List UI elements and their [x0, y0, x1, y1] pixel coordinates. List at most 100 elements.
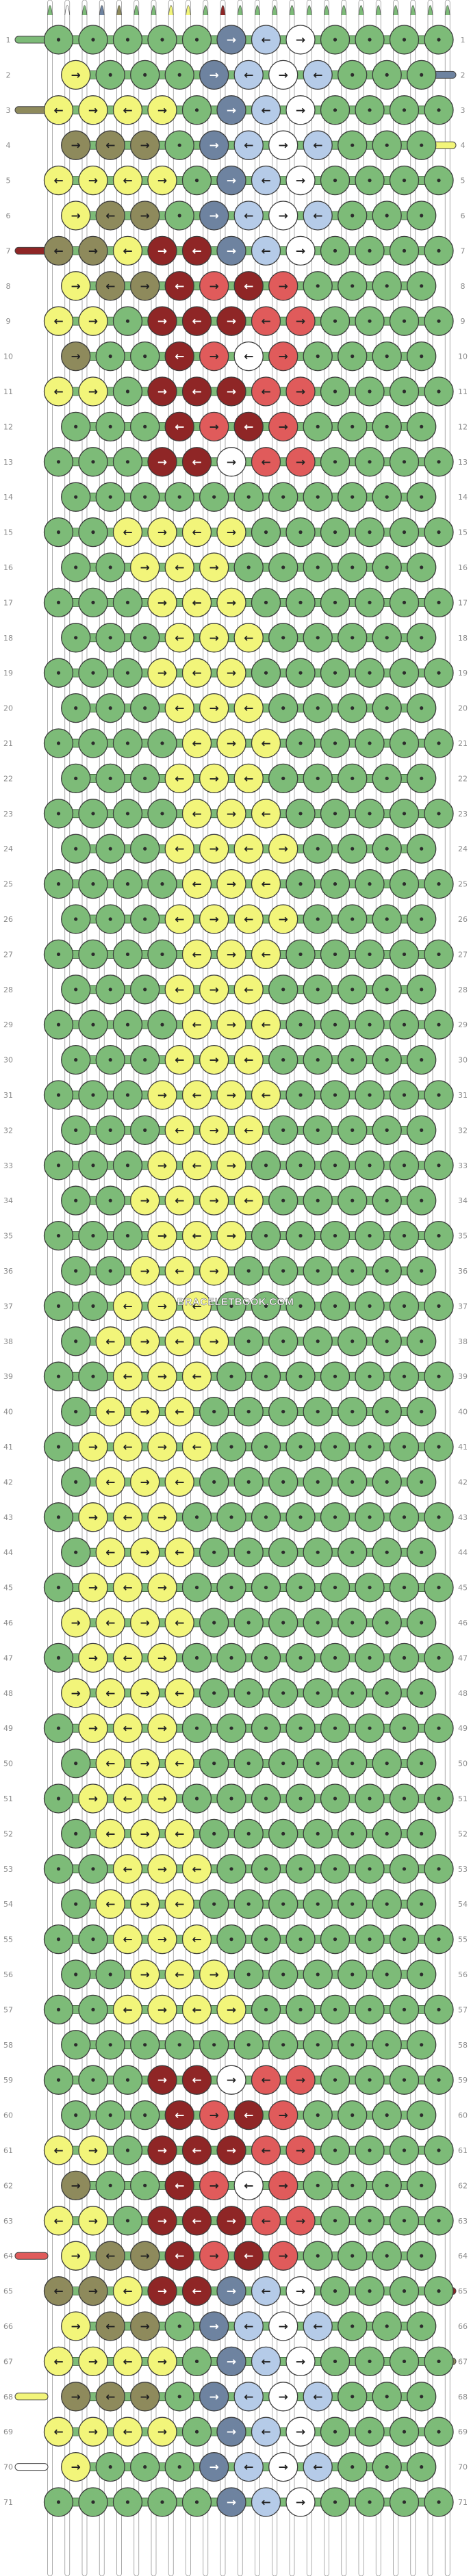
knot: ←	[112, 1994, 143, 2025]
knot	[268, 1467, 298, 1497]
svg-text:←: ←	[123, 1300, 132, 1313]
row-label-right: 28	[458, 986, 468, 994]
knot: ←	[251, 25, 281, 55]
knot	[338, 2311, 368, 2341]
svg-text:→: →	[279, 420, 288, 434]
row-label-left: 67	[3, 2357, 13, 2366]
knot	[389, 235, 420, 266]
knot: ←	[95, 271, 125, 301]
knot	[61, 1748, 91, 1779]
knot: ←	[164, 2170, 194, 2201]
knot	[95, 482, 125, 512]
svg-text:→: →	[279, 2109, 288, 2123]
row-label-right: 38	[458, 1337, 468, 1346]
knot	[407, 1889, 437, 1919]
knot	[233, 1818, 264, 1849]
knot: →	[78, 1713, 108, 1743]
knot	[95, 552, 125, 582]
knot: →	[147, 658, 177, 688]
knot: ←	[112, 2417, 143, 2447]
svg-text:→: →	[157, 1792, 167, 1806]
row-label-right: 46	[458, 1619, 468, 1627]
row-label-right: 1	[461, 36, 466, 44]
knot	[338, 2100, 368, 2130]
knot	[372, 130, 402, 160]
knot: →	[216, 728, 246, 758]
knot: →	[130, 271, 160, 301]
svg-text:→: →	[209, 209, 219, 223]
row-label-right: 7	[461, 246, 466, 255]
knot	[285, 658, 316, 688]
knot: ←	[95, 1467, 125, 1497]
knot: ←	[181, 1924, 212, 1955]
knot	[320, 1291, 351, 1322]
svg-text:→: →	[157, 2355, 167, 2369]
svg-text:→: →	[71, 139, 81, 153]
knot	[199, 1818, 229, 1849]
knot: ←	[233, 904, 264, 934]
knot	[95, 975, 125, 1005]
svg-text:→: →	[227, 315, 236, 329]
knot	[78, 939, 108, 970]
knot: →	[199, 2451, 229, 2482]
row-label-left: 14	[3, 493, 13, 502]
knot	[268, 482, 298, 512]
knot	[372, 2170, 402, 2201]
knot	[251, 1150, 281, 1181]
knot: →	[147, 1643, 177, 1673]
svg-text:→: →	[209, 2179, 219, 2193]
knot: →	[147, 95, 177, 125]
knot	[251, 1502, 281, 1532]
svg-text:←: ←	[192, 1018, 201, 1032]
knot: →	[147, 2065, 177, 2095]
knot	[43, 1361, 74, 1391]
knot: →	[130, 2241, 160, 2271]
svg-text:←: ←	[261, 1018, 270, 1032]
svg-text:←: ←	[175, 2109, 184, 2123]
svg-text:←: ←	[261, 2074, 270, 2087]
knot	[407, 1115, 437, 1146]
svg-text:←: ←	[105, 1687, 115, 1701]
svg-text:→: →	[88, 385, 98, 399]
knot	[355, 1994, 385, 2025]
row-label-left: 23	[3, 810, 13, 819]
knot	[112, 2206, 143, 2236]
svg-text:→: →	[209, 842, 219, 856]
knot	[372, 2311, 402, 2341]
svg-text:→: →	[227, 667, 236, 680]
svg-text:→: →	[227, 2355, 236, 2369]
knot: ←	[181, 939, 212, 970]
knot	[389, 517, 420, 548]
knot	[43, 939, 74, 970]
knot	[389, 1994, 420, 2025]
knot	[303, 1467, 333, 1497]
knot: ←	[112, 1643, 143, 1673]
knot: ←	[251, 447, 281, 477]
svg-text:←: ←	[261, 808, 270, 821]
svg-text:→: →	[227, 34, 236, 47]
knot	[372, 201, 402, 231]
knot	[320, 2276, 351, 2306]
knot	[181, 2346, 212, 2377]
knot: ←	[164, 693, 194, 723]
knot	[78, 2487, 108, 2517]
svg-text:←: ←	[261, 175, 270, 188]
svg-text:←: ←	[313, 209, 322, 223]
knot	[61, 2100, 91, 2130]
knot: →	[268, 130, 298, 160]
svg-text:→: →	[157, 104, 167, 118]
svg-text:←: ←	[53, 2425, 63, 2439]
knot: →	[216, 799, 246, 829]
knot	[389, 1924, 420, 1955]
svg-text:→: →	[209, 420, 219, 434]
knot	[338, 552, 368, 582]
